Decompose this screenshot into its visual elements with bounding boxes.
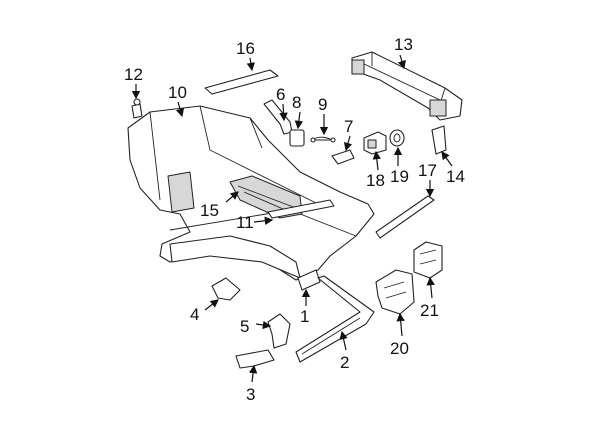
callout-13: 13: [394, 35, 413, 54]
callout-9: 9: [318, 95, 327, 114]
callout-19: 19: [390, 167, 409, 186]
part-19-sensor-ring: [389, 129, 405, 147]
callout-21: 21: [420, 301, 439, 320]
callout-6: 6: [276, 85, 285, 104]
part-1-bracket: [297, 269, 321, 291]
part-4-bracket: [211, 277, 241, 301]
callout-14: 14: [446, 167, 465, 186]
callout-8: 8: [292, 93, 301, 112]
callout-3: 3: [246, 385, 255, 404]
leader-lines: [131, 54, 453, 383]
part-8-pad: [289, 129, 305, 147]
part-21-absorber: [413, 241, 443, 279]
callout-2: 2: [340, 353, 349, 372]
callout-11: 11: [236, 213, 254, 232]
callout-4: 4: [190, 305, 199, 324]
callout-17: 17: [418, 161, 437, 180]
part-3-bracket: [235, 349, 275, 369]
callout-16: 16: [236, 39, 255, 58]
part-14-bracket: [431, 125, 447, 155]
part-5-bracket: [267, 313, 291, 349]
callout-12: 12: [124, 65, 143, 84]
part-18-sensor-housing: [363, 131, 387, 155]
part-9-cable: [310, 136, 336, 143]
part-2-lower-spoiler: [295, 275, 375, 363]
callout-5: 5: [240, 317, 249, 336]
callout-18: 18: [366, 171, 385, 190]
callout-7: 7: [344, 117, 353, 136]
callout-20: 20: [390, 339, 409, 358]
part-6-trim: [263, 99, 293, 135]
part-12-clip: [131, 98, 143, 119]
callout-10: 10: [168, 83, 187, 102]
part-7-sensor: [331, 149, 355, 165]
callout-labels: 16 13 12 10 6 8 9 7 17 18 19 14 15 11 21…: [124, 35, 465, 404]
part-11-trim: [267, 199, 335, 219]
callout-1: 1: [300, 307, 309, 326]
part-20-absorber: [375, 269, 415, 315]
part-16-trim-strip: [204, 69, 279, 95]
part-13-reinforcement-bar: [351, 51, 463, 121]
part-17-trim-strip: [375, 195, 435, 239]
callout-15: 15: [200, 201, 219, 220]
